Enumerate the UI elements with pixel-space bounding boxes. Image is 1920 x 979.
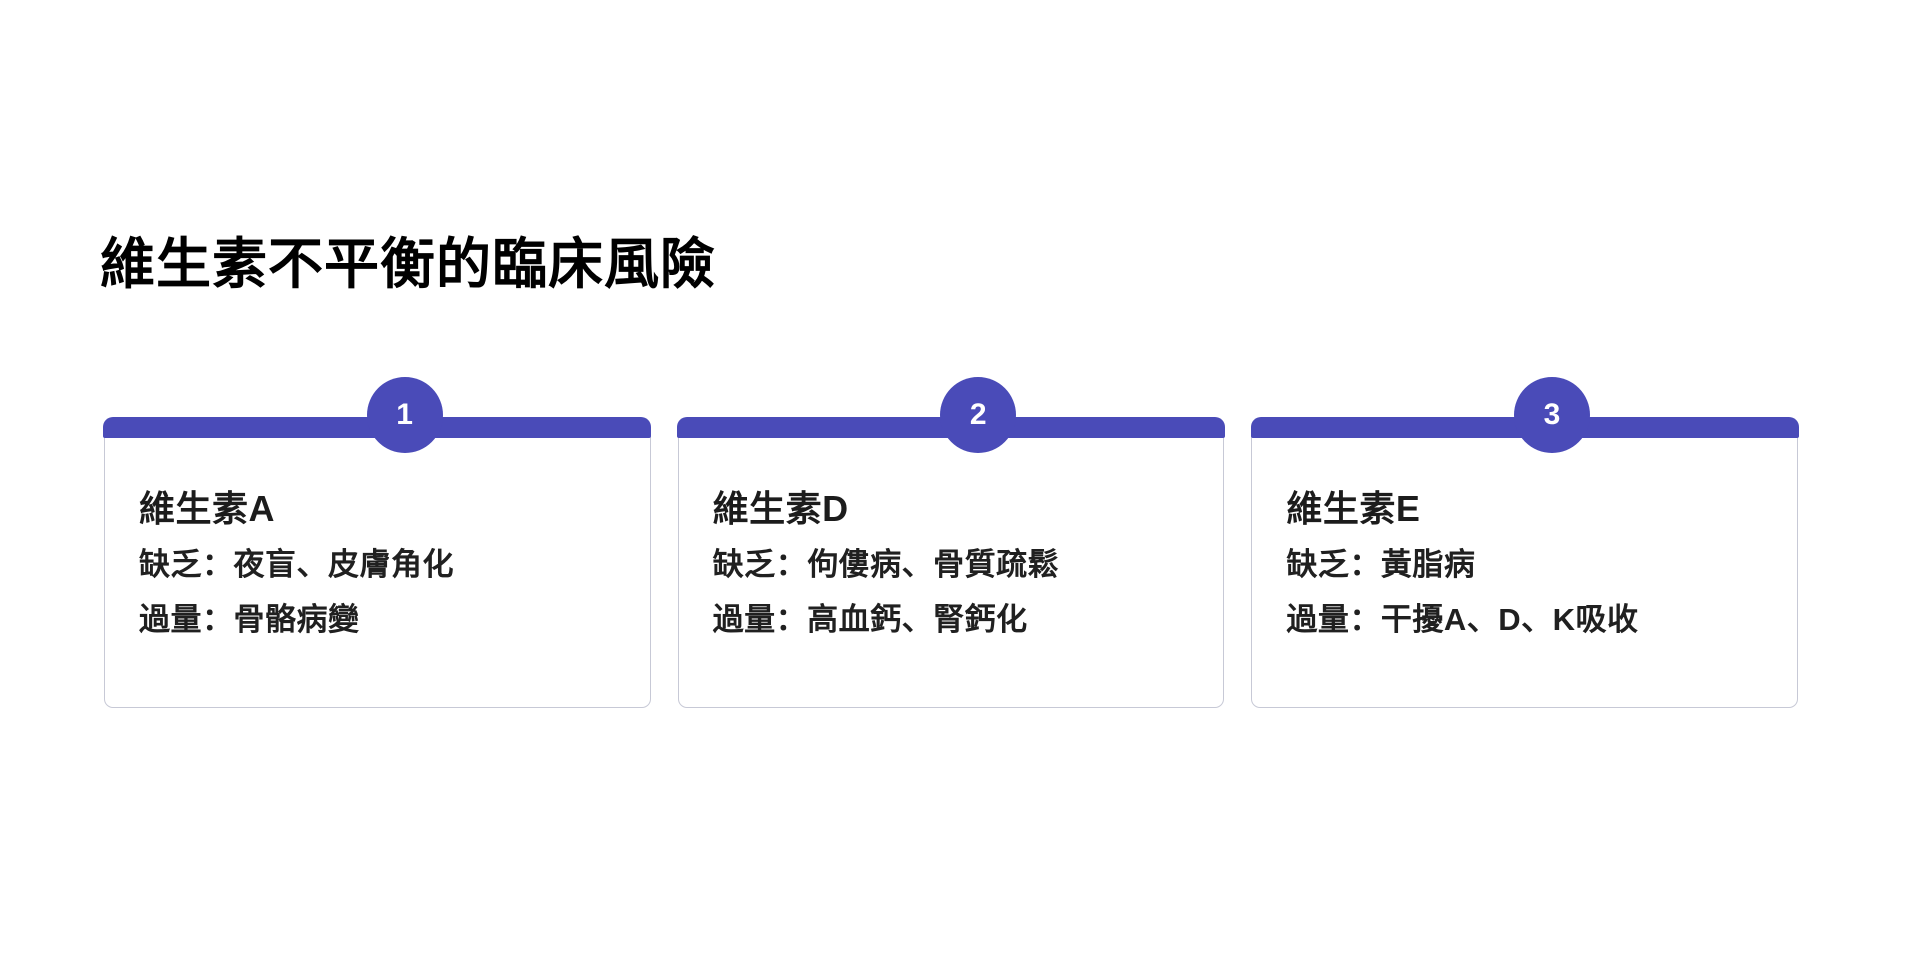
card-heading-1: 維生素A: [139, 488, 275, 529]
card-heading-3: 維生素E: [1286, 488, 1421, 529]
card-heading-2: 維生素D: [712, 488, 849, 529]
card-excess-1: 過量：骨骼病變: [139, 602, 360, 637]
vitamin-card-1[interactable]: 1 維生素A 缺乏：夜盲、皮膚角化 過量：骨骼病變: [103, 377, 652, 708]
card-deficiency-2: 缺乏：佝僂病、骨質疏鬆: [712, 547, 1060, 582]
card-number-badge-1: 1: [366, 377, 443, 453]
card-deficiency-1: 缺乏：夜盲、皮膚角化: [139, 547, 454, 582]
card-body-2: 維生素D 缺乏：佝僂病、骨質疏鬆 過量：高血鈣、腎鈣化: [679, 488, 1224, 637]
vitamin-card-2[interactable]: 2 維生素D 缺乏：佝僂病、骨質疏鬆 過量：高血鈣、腎鈣化: [677, 377, 1225, 708]
card-number-badge-2: 2: [940, 377, 1017, 453]
card-body-3: 維生素E 缺乏：黃脂病 過量：干擾A、D、K吸收: [1252, 488, 1797, 637]
page-title: 維生素不平衡的臨床風險: [100, 232, 717, 295]
card-excess-3: 過量：干擾A、D、K吸收: [1286, 602, 1639, 637]
card-number-badge-3: 3: [1513, 377, 1590, 453]
vitamin-card-3[interactable]: 3 維生素E 缺乏：黃脂病 過量：干擾A、D、K吸收: [1250, 377, 1799, 708]
vitamin-card-row: 1 維生素A 缺乏：夜盲、皮膚角化 過量：骨骼病變 2 維生素D 缺乏：佝僂病、…: [103, 377, 1799, 708]
card-deficiency-3: 缺乏：黃脂病: [1286, 547, 1476, 582]
card-excess-2: 過量：高血鈣、腎鈣化: [712, 602, 1028, 637]
card-body-1: 維生素A 缺乏：夜盲、皮膚角化 過量：骨骼病變: [105, 488, 650, 637]
